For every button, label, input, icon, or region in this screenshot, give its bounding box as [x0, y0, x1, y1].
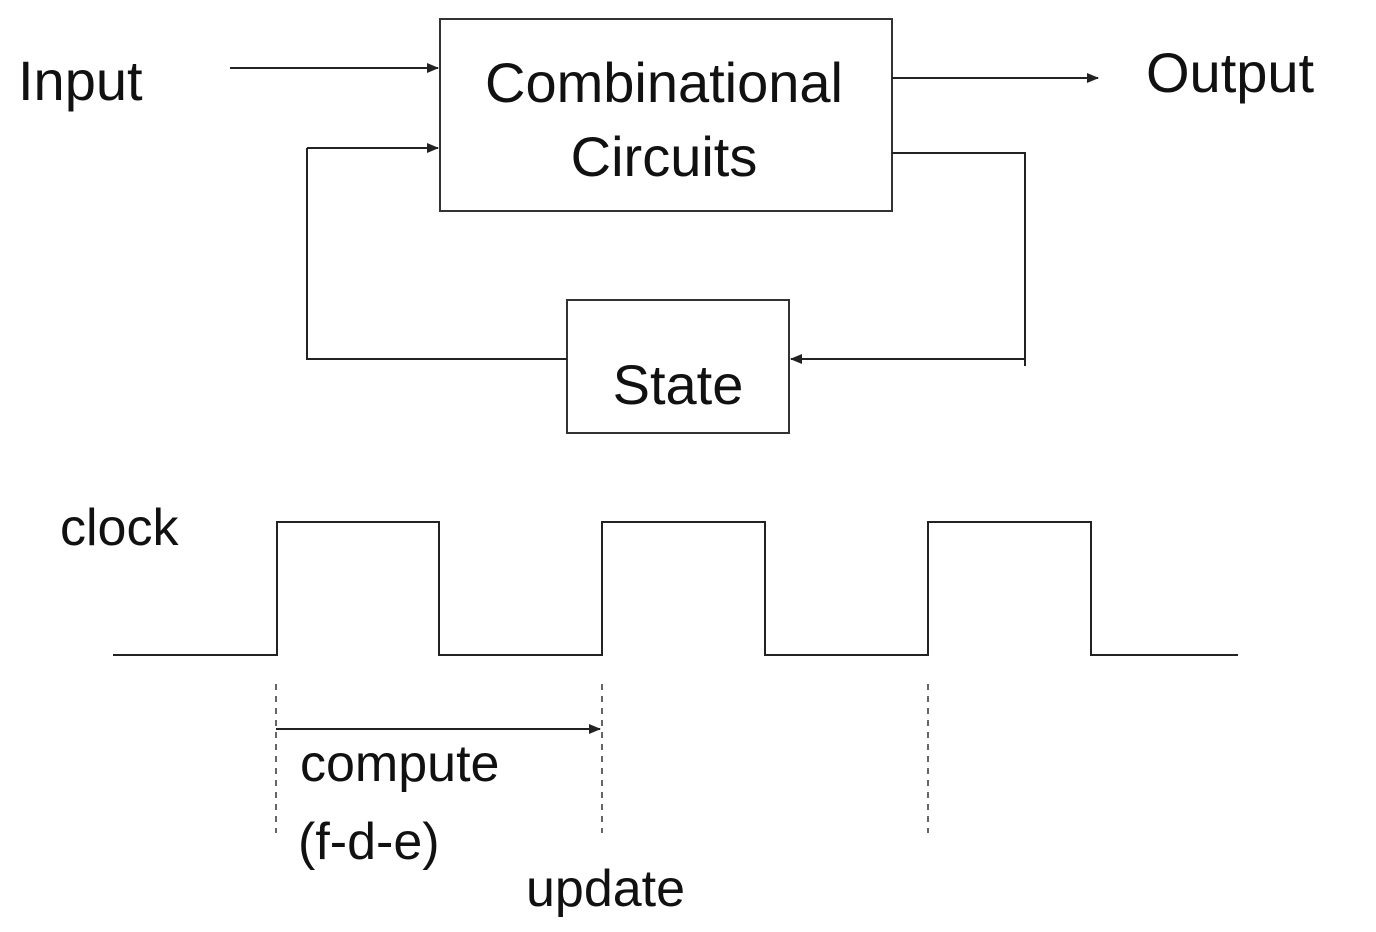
feedback-wire-left	[306, 148, 567, 360]
update-label: update	[526, 860, 685, 918]
state-box	[566, 299, 790, 434]
feedback-wire-right	[892, 152, 1026, 366]
combinational-circuits-box	[439, 18, 893, 212]
input-label: Input	[18, 49, 143, 112]
combinational-label-line2: Circuits	[571, 125, 758, 188]
state-label: State	[613, 353, 744, 416]
combinational-label-line1: Combinational	[485, 51, 843, 114]
output-label: Output	[1146, 41, 1315, 104]
clock-waveform	[113, 521, 1238, 656]
compute-label: compute	[300, 735, 499, 793]
fde-label: (f-d-e)	[298, 813, 440, 871]
clock-label: clock	[60, 499, 179, 557]
